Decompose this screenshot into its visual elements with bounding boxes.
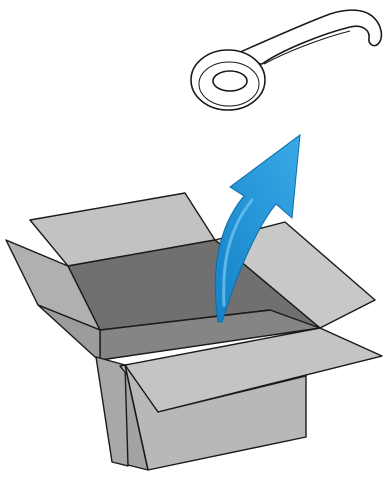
box-front-left <box>96 357 128 466</box>
part-ring-hole <box>213 71 247 91</box>
open-cardboard-box <box>6 193 382 470</box>
removed-part <box>191 10 381 110</box>
